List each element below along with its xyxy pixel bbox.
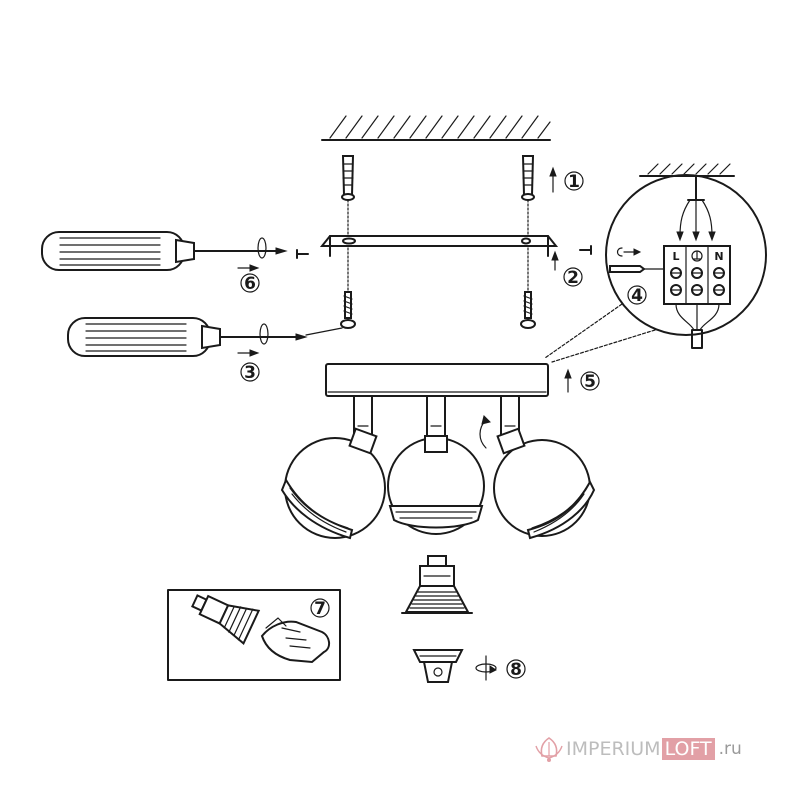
bulb-holder [412,649,464,683]
step-5-marker: 5 [564,368,600,393]
step-8-marker: 8 [475,655,526,681]
step-5-label: 5 [584,372,596,392]
watermark-accent: LOFT [661,738,715,760]
step-3-label: 3 [244,363,256,383]
wiring-detail: L N [544,163,767,363]
spot-head-middle [387,435,485,535]
terminal-screws [670,267,725,296]
watermark-brand: IMPERIUM [566,738,661,760]
step-7-panel: 7 [167,589,341,681]
step-1-marker: 1 [549,166,584,193]
step-2-marker: 2 [551,250,583,288]
side-screw-right [579,245,592,255]
step-1-label: 1 [568,172,580,192]
screwdriver-bottom [67,317,343,357]
step-2-label: 2 [567,268,579,288]
spot-head-left [280,427,386,540]
step-3-marker: 3 [237,349,260,383]
base-plate [325,363,549,397]
wall-plug-left [341,155,355,201]
screwdriver-top [41,231,288,271]
terminal-neutral-label: N [714,250,723,263]
mounting-bracket [319,235,559,257]
terminal-live-label: L [672,250,679,263]
gu10-bulb [401,555,473,614]
screw-right [520,291,536,329]
screw-left [340,291,356,329]
step-6-label: 6 [244,274,256,294]
wall-plug-right [521,155,535,201]
spot-head-right [493,427,596,540]
step-4-marker: 4 [627,285,647,306]
watermark-tld: .ru [718,739,742,759]
step-7-label: 7 [314,599,326,619]
step-4-label: 4 [631,286,643,306]
rotate-arrow-icon [479,415,491,449]
watermark-logo-icon [535,737,563,762]
side-screw-left [296,249,309,259]
alignment-lines [347,199,529,299]
step-6-marker: 6 [237,264,260,294]
spot-arms [353,395,520,443]
step-8-label: 8 [510,660,522,680]
ceiling [321,115,551,141]
